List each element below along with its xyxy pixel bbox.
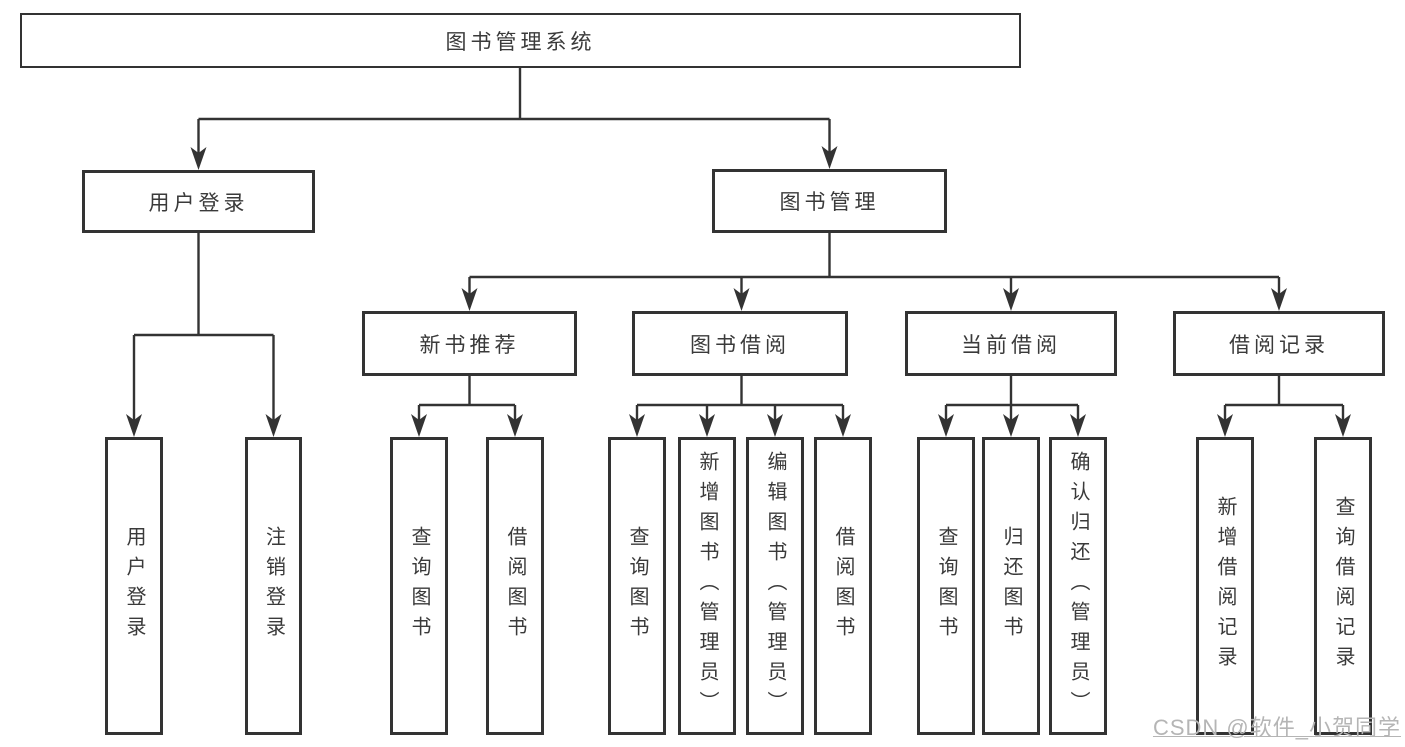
leaf-add-book-admin: 新增图书（管理员） — [678, 437, 736, 735]
leaf-return-books-label: 归还图书 — [1000, 526, 1022, 646]
leaf-confirm-return-admin: 确认归还（管理员） — [1049, 437, 1107, 735]
leaf-user-login-label: 用户登录 — [123, 526, 145, 646]
leaf-query-books-recommend: 查询图书 — [390, 437, 448, 735]
leaf-borrow-books-recommend: 借阅图书 — [486, 437, 544, 735]
leaf-borrow-books-borrowing: 借阅图书 — [814, 437, 872, 735]
leaf-query-borrow-record-label: 查询借阅记录 — [1332, 496, 1354, 676]
box-borrowing-records: 借阅记录 — [1173, 311, 1385, 376]
leaf-query-books-borrowing: 查询图书 — [608, 437, 666, 735]
leaf-borrow-books-borrowing-label: 借阅图书 — [832, 526, 854, 646]
box-book-borrowing: 图书借阅 — [632, 311, 848, 376]
box-current-borrowing: 当前借阅 — [905, 311, 1117, 376]
leaf-confirm-return-admin-label: 确认归还（管理员） — [1067, 451, 1089, 721]
box-book-management: 图书管理 — [712, 169, 947, 233]
leaf-query-books-recommend-label: 查询图书 — [408, 526, 430, 646]
leaf-return-books: 归还图书 — [982, 437, 1040, 735]
leaf-query-borrow-record: 查询借阅记录 — [1314, 437, 1372, 735]
leaf-logout-label: 注销登录 — [262, 526, 285, 646]
leaf-add-borrow-record-label: 新增借阅记录 — [1214, 496, 1236, 676]
leaf-edit-book-admin: 编辑图书（管理员） — [746, 437, 804, 735]
box-user-login: 用户登录 — [82, 170, 315, 233]
leaf-add-book-admin-label: 新增图书（管理员） — [696, 451, 718, 721]
leaf-query-books-current: 查询图书 — [917, 437, 975, 735]
csdn-watermark: CSDN @软件_小贺同学 — [1152, 715, 1401, 740]
leaf-add-borrow-record: 新增借阅记录 — [1196, 437, 1254, 735]
leaf-query-books-borrowing-label: 查询图书 — [626, 526, 648, 646]
leaf-edit-book-admin-label: 编辑图书（管理员） — [764, 451, 786, 721]
leaf-user-login: 用户登录 — [105, 437, 163, 735]
box-library-system: 图书管理系统 — [20, 13, 1021, 68]
box-new-book-recommend: 新书推荐 — [362, 311, 577, 376]
leaf-borrow-books-recommend-label: 借阅图书 — [504, 526, 526, 646]
leaf-logout: 注销登录 — [245, 437, 302, 735]
leaf-query-books-current-label: 查询图书 — [935, 526, 957, 646]
